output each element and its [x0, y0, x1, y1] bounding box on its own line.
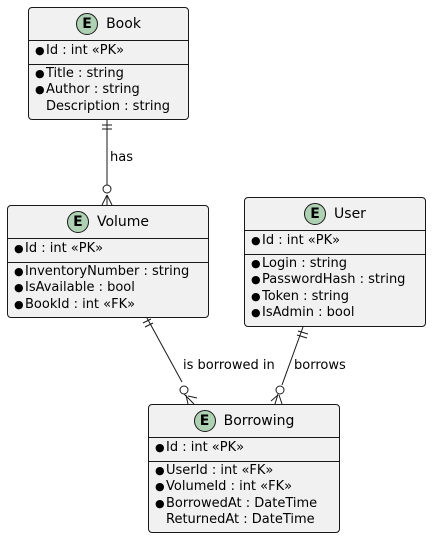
- bullet-icon: ●: [155, 441, 165, 454]
- bullet-icon: ●: [35, 44, 45, 57]
- attribute-row: ●VolumeId : int «FK»: [155, 479, 293, 494]
- attributes: ●Title : string ●Author : string Descrip…: [29, 63, 188, 119]
- entity-title: Borrowing: [223, 413, 295, 429]
- bullet-icon: ●: [14, 297, 24, 311]
- attribute-row: ReturnedAt : DateTime: [166, 512, 315, 527]
- bullet-icon: ●: [155, 480, 165, 493]
- attribute-row: ●Author : string: [35, 82, 140, 97]
- key-attributes: ●Id : int «PK»: [149, 437, 339, 459]
- attribute-row: ●IsAdmin : bool: [251, 305, 355, 320]
- entity-header: E Book: [29, 8, 188, 40]
- attributes: ●InventoryNumber : string ●IsAvailable :…: [8, 261, 208, 317]
- book-volume-connector: [101, 120, 113, 206]
- relation-label-borrows: borrows: [294, 358, 346, 373]
- bullet-icon: ●: [251, 234, 261, 247]
- entity-badge-icon: E: [66, 211, 89, 233]
- attribute-row: ●IsAvailable : bool: [14, 280, 135, 295]
- entity-user[interactable]: E User ●Id : int «PK» ●Login : string ●P…: [244, 197, 426, 327]
- attribute-row: ●PasswordHash : string: [251, 272, 406, 287]
- relation-label-is-borrowed-in: is borrowed in: [183, 358, 275, 373]
- user-borrowing-connector: [270, 326, 309, 405]
- bullet-icon: ●: [251, 256, 261, 270]
- attribute-row: ●Token : string: [251, 288, 349, 304]
- entity-book[interactable]: E Book ●Id : int «PK» ●Title : string ●A…: [28, 7, 189, 120]
- bullet-icon: ●: [14, 281, 24, 294]
- entity-badge-icon: E: [304, 203, 327, 225]
- entity-volume[interactable]: E Volume ●Id : int «PK» ●InventoryNumber…: [7, 205, 209, 318]
- bullet-icon: ●: [251, 289, 261, 303]
- entity-title: Book: [106, 16, 141, 32]
- bullet-icon: ●: [14, 242, 24, 255]
- bullet-icon: ●: [155, 463, 165, 477]
- entity-title: User: [334, 206, 366, 222]
- entity-header: E Volume: [8, 206, 208, 238]
- entity-badge-icon: E: [76, 13, 99, 35]
- attribute-row: ●Id : int «PK»: [14, 241, 104, 256]
- attribute-row: ●InventoryNumber : string: [14, 263, 190, 279]
- bullet-icon: ●: [14, 264, 24, 278]
- attribute-row: Description : string: [46, 98, 171, 114]
- attribute-row: ●BorrowedAt : DateTime: [155, 495, 318, 511]
- bullet-icon: ●: [35, 66, 45, 80]
- attribute-row: ●Id : int «PK»: [155, 440, 245, 455]
- bullet-icon: ●: [251, 273, 261, 286]
- entity-header: E User: [245, 198, 425, 230]
- key-attributes: ●Id : int «PK»: [29, 40, 188, 62]
- attribute-row: ●Title : string: [35, 65, 124, 81]
- entity-header: E Borrowing: [149, 405, 339, 437]
- bullet-icon: ●: [155, 496, 165, 510]
- attribute-row: ●Login : string: [251, 255, 348, 271]
- entity-borrowing[interactable]: E Borrowing ●Id : int «PK» ●UserId : int…: [148, 404, 340, 533]
- attribute-row: ●UserId : int «FK»: [155, 462, 274, 478]
- key-attributes: ●Id : int «PK»: [245, 230, 425, 252]
- bullet-icon: ●: [251, 306, 261, 319]
- attribute-row: ●Id : int «PK»: [35, 43, 125, 58]
- key-attributes: ●Id : int «PK»: [8, 238, 208, 260]
- attribute-row: ●BookId : int «FK»: [14, 296, 136, 312]
- bullet-icon: ●: [35, 83, 45, 96]
- relation-label-has: has: [110, 150, 133, 165]
- attribute-row: ●Id : int «PK»: [251, 233, 341, 248]
- attributes: ●UserId : int «FK» ●VolumeId : int «FK» …: [149, 460, 339, 532]
- volume-borrowing-connector: [142, 317, 198, 405]
- attributes: ●Login : string ●PasswordHash : string ●…: [245, 253, 425, 325]
- entity-title: Volume: [96, 214, 150, 230]
- entity-badge-icon: E: [193, 410, 216, 432]
